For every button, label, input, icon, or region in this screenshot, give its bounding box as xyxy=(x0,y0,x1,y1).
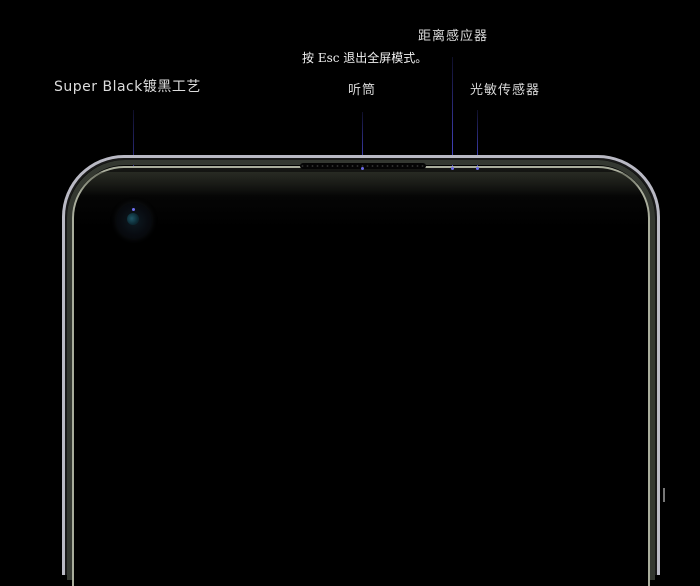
fullscreen-exit-hint: 按 Esc 退出全屏模式。 xyxy=(302,51,428,65)
camera-lens-icon xyxy=(127,213,139,225)
phone-screen xyxy=(72,166,650,586)
proximity-pointer-line xyxy=(452,57,453,170)
receiver-marker-dot xyxy=(361,167,364,170)
phone-frame-middle xyxy=(67,160,655,580)
camera-marker-dot xyxy=(132,208,135,211)
light-sensor-dot xyxy=(476,167,479,170)
super-black-label: Super Black镀黑工艺 xyxy=(54,79,201,95)
receiver-pointer-line xyxy=(362,112,363,170)
phone-top-glow xyxy=(80,172,640,196)
light-sensor-pointer-line xyxy=(477,110,478,170)
light-sensor-label: 光敏传感器 xyxy=(470,83,541,98)
phone-frame-outer xyxy=(62,155,660,575)
earpiece-speaker-grille xyxy=(300,163,426,169)
phone-feature-diagram: 按 Esc 退出全屏模式。 Super Black镀黑工艺 听筒 距离感应器 光… xyxy=(54,29,665,586)
edge-artifact xyxy=(663,488,665,502)
receiver-label: 听筒 xyxy=(348,83,377,98)
proximity-sensor-dot xyxy=(451,167,454,170)
proximity-sensor-label: 距离感应器 xyxy=(418,29,489,44)
